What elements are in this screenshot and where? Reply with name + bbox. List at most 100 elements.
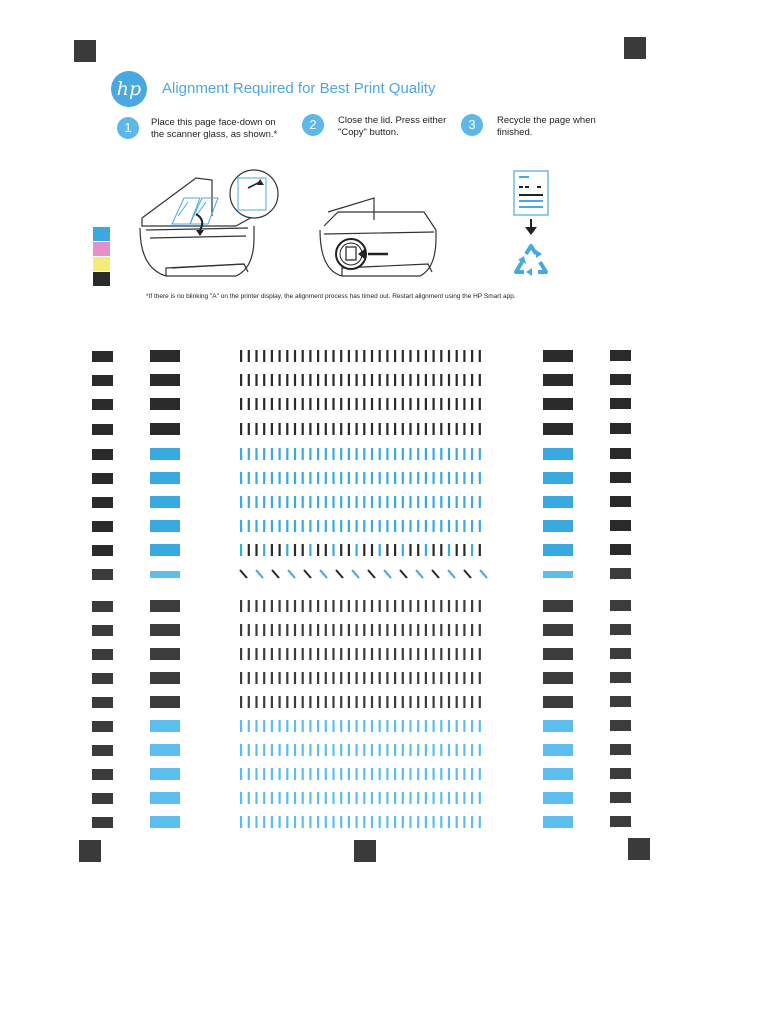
tick bbox=[432, 816, 435, 828]
tick bbox=[278, 350, 281, 362]
tick bbox=[355, 544, 358, 556]
right-bar bbox=[543, 544, 573, 556]
tick bbox=[463, 744, 466, 756]
tick bbox=[370, 768, 374, 780]
tick bbox=[270, 768, 273, 780]
arrow-down-icon bbox=[525, 219, 537, 235]
tick-strip bbox=[240, 398, 481, 410]
tick bbox=[478, 544, 481, 556]
right-block bbox=[610, 672, 631, 683]
tick bbox=[363, 448, 366, 460]
tick bbox=[378, 720, 381, 732]
tick bbox=[309, 768, 312, 780]
tick-strip bbox=[240, 448, 481, 460]
tick bbox=[409, 374, 412, 386]
tick bbox=[301, 720, 304, 732]
tick bbox=[394, 768, 397, 780]
tick bbox=[301, 816, 304, 828]
tick bbox=[471, 648, 474, 660]
tick bbox=[370, 448, 374, 460]
tick bbox=[247, 696, 250, 708]
tick bbox=[432, 496, 435, 508]
tick bbox=[471, 472, 474, 484]
tick bbox=[471, 374, 474, 386]
tick bbox=[278, 496, 281, 508]
tick bbox=[447, 374, 451, 386]
tick bbox=[293, 350, 297, 362]
tick bbox=[270, 744, 273, 756]
tick bbox=[301, 398, 304, 410]
tick bbox=[278, 720, 281, 732]
right-bar bbox=[543, 398, 573, 410]
tick bbox=[409, 448, 412, 460]
tick bbox=[286, 374, 289, 386]
tick bbox=[370, 472, 374, 484]
left-block bbox=[92, 673, 113, 684]
tick bbox=[263, 672, 266, 684]
tick bbox=[370, 696, 374, 708]
tick-strip bbox=[240, 672, 481, 684]
right-bar bbox=[543, 472, 573, 484]
tick bbox=[386, 448, 389, 460]
tick bbox=[355, 672, 358, 684]
tick bbox=[278, 768, 281, 780]
tick bbox=[263, 544, 266, 556]
tick bbox=[301, 792, 304, 804]
tick bbox=[432, 448, 435, 460]
tick bbox=[263, 768, 266, 780]
left-bar bbox=[150, 720, 180, 732]
left-bar bbox=[150, 374, 180, 386]
tick bbox=[447, 350, 451, 362]
cyan-swatch bbox=[93, 227, 110, 241]
tick bbox=[317, 624, 320, 636]
left-block bbox=[92, 375, 113, 386]
tick bbox=[355, 744, 358, 756]
tick bbox=[247, 648, 250, 660]
tick bbox=[440, 520, 443, 532]
diagonal-tick bbox=[351, 569, 360, 579]
tick bbox=[394, 744, 397, 756]
left-bar bbox=[150, 672, 180, 684]
tick bbox=[378, 696, 381, 708]
tick bbox=[478, 600, 481, 612]
tick bbox=[409, 744, 412, 756]
tick bbox=[378, 350, 381, 362]
tick bbox=[340, 544, 343, 556]
tick bbox=[240, 792, 243, 804]
printer-scanner-lid-open-icon bbox=[139, 169, 279, 277]
right-block bbox=[610, 768, 631, 779]
tick bbox=[309, 520, 312, 532]
tick bbox=[409, 768, 412, 780]
right-bar bbox=[543, 374, 573, 386]
tick bbox=[478, 720, 481, 732]
tick bbox=[309, 624, 312, 636]
diagonal-tick bbox=[335, 569, 344, 579]
tick bbox=[340, 816, 343, 828]
tick bbox=[263, 374, 266, 386]
tick bbox=[463, 696, 466, 708]
tick bbox=[432, 624, 435, 636]
right-block bbox=[610, 648, 631, 659]
tick bbox=[478, 792, 481, 804]
tick bbox=[324, 472, 327, 484]
tick bbox=[471, 696, 474, 708]
tick bbox=[401, 696, 404, 708]
tick bbox=[386, 648, 389, 660]
right-bar bbox=[543, 648, 573, 660]
tick bbox=[347, 398, 350, 410]
diagonal-tick bbox=[287, 569, 296, 579]
left-block bbox=[92, 449, 113, 460]
diagonal-tick bbox=[239, 569, 248, 579]
tick bbox=[340, 792, 343, 804]
diagonal-tick bbox=[271, 569, 280, 579]
tick bbox=[263, 648, 266, 660]
tick bbox=[471, 496, 474, 508]
tick bbox=[370, 544, 374, 556]
right-bar bbox=[543, 423, 573, 435]
tick bbox=[409, 792, 412, 804]
tick bbox=[417, 648, 420, 660]
diagonal-tick bbox=[319, 569, 328, 579]
tick bbox=[424, 472, 427, 484]
tick bbox=[286, 672, 289, 684]
tick bbox=[317, 398, 320, 410]
